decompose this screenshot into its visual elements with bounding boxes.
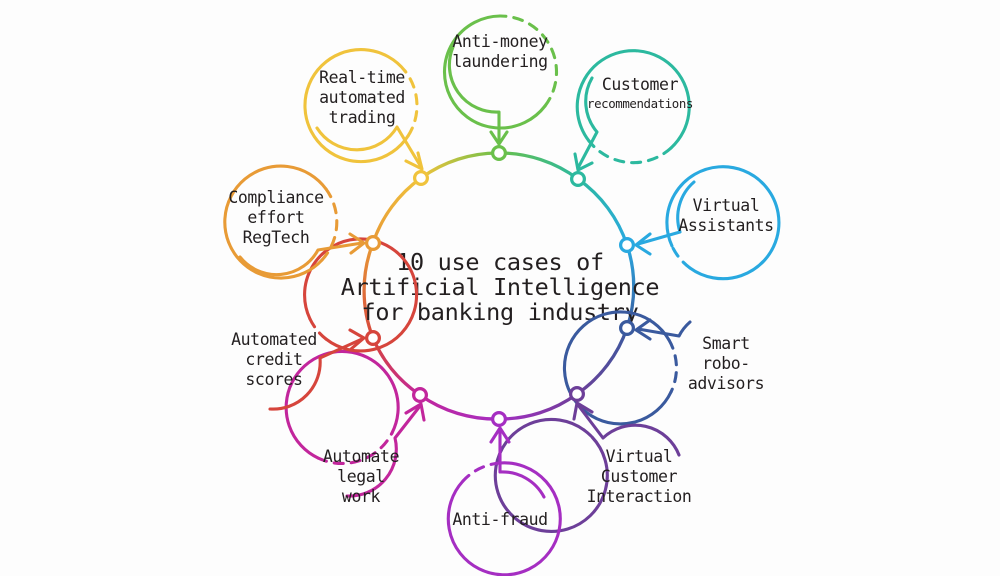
automate-legal-work-arrowhead (404, 402, 426, 422)
virtual-assistants-label-1: Virtual (693, 196, 760, 215)
ring-arc-4 (575, 326, 629, 396)
anti-money-laundering-dashed-arc (498, 14, 559, 108)
ring-node-real-time-automated-trading[interactable] (413, 170, 430, 187)
ring-node-smart-robo-advisors[interactable] (618, 320, 635, 337)
smart-robo-advisors-arrow (636, 320, 692, 338)
ring-arc-1 (497, 151, 580, 181)
center-title-line-1: 10 use cases of (396, 248, 604, 276)
compliance-effort-regtech-label-1: Compliance (228, 188, 323, 207)
virtual-customer-interaction-circle (493, 417, 609, 534)
real-time-automated-trading-dashed-arc (403, 69, 419, 138)
ring-node-virtual-customer-interaction[interactable] (568, 386, 585, 403)
ring-node-virtual-assistants[interactable] (618, 237, 635, 254)
customer-recommendations-arrow (576, 76, 599, 170)
compliance-effort-regtech-label-2: effort (247, 208, 304, 227)
compliance-effort-regtech-dashed-arc (320, 187, 339, 262)
anti-money-laundering-label-2: laundering (452, 52, 547, 71)
satellite-virtual-customer-interaction[interactable]: Virtual Customer Interaction (493, 401, 692, 534)
compliance-effort-regtech-arrow (238, 241, 364, 277)
virtual-assistants-circle (665, 165, 781, 281)
virtual-customer-interaction-dashed-arc (582, 428, 594, 439)
real-time-automated-trading-arrowhead (404, 151, 424, 171)
satellite-smart-robo-advisors[interactable]: Smart robo- advisors (562, 310, 765, 426)
smart-robo-advisors-arrowhead (634, 318, 652, 341)
virtual-customer-interaction-label-1: Virtual (606, 447, 673, 466)
ring-arc-8 (362, 241, 375, 340)
center-title: 10 use cases of Artificial Intelligence … (341, 248, 660, 326)
automated-credit-scores-label-3: scores (245, 370, 302, 389)
real-time-automated-trading-label-1: Real-time (319, 68, 405, 87)
virtual-customer-interaction-arrowhead (572, 401, 594, 421)
customer-recommendations-circle (575, 49, 691, 150)
anti-money-laundering-arrow (447, 45, 501, 145)
automated-credit-scores-label-2: credit (245, 350, 302, 369)
virtual-customer-interaction-arrow (576, 403, 681, 457)
satellite-anti-fraud[interactable]: Anti-fraud (446, 426, 562, 576)
customer-recommendations-dashed-arc (587, 139, 673, 165)
automated-credit-scores-arrow (268, 337, 364, 411)
real-time-automated-trading-label-2: automated (319, 88, 405, 107)
virtual-assistants-arrowhead (634, 232, 652, 256)
ring-arc-6 (418, 393, 501, 421)
anti-fraud-arrowhead (489, 426, 511, 444)
ring-node-automated-credit-scores[interactable] (365, 330, 382, 347)
ring-nodes (365, 145, 635, 428)
center-title-line-3: for banking industry (362, 298, 639, 326)
satellite-compliance-effort-regtech[interactable]: Compliance effort RegTech (223, 164, 366, 280)
ring-node-compliance-effort-regtech[interactable] (365, 235, 382, 252)
smart-robo-advisors-label-1: Smart (702, 334, 750, 353)
satellite-automate-legal-work[interactable]: Automate legal work (284, 349, 426, 506)
customer-recommendations-label-1: Customer (602, 75, 679, 94)
anti-fraud-circle (446, 461, 562, 576)
compliance-effort-regtech-label-3: RegTech (243, 228, 310, 247)
virtual-customer-interaction-label-2: Customer (601, 467, 678, 486)
virtual-customer-interaction-label-3: Interaction (587, 487, 692, 506)
anti-fraud-label-1: Anti-fraud (452, 510, 547, 529)
ring-arc-9 (371, 176, 423, 245)
automate-legal-work-arrow (345, 404, 422, 498)
virtual-assistants-arrow (636, 180, 696, 246)
center-title-line-2: Artificial Intelligence (341, 273, 660, 301)
anti-fraud-dashed-arc (461, 461, 502, 483)
anti-money-laundering-circle (442, 14, 547, 130)
automated-credit-scores-dashed-arc (308, 317, 328, 341)
ring-node-anti-money-laundering[interactable] (491, 145, 508, 162)
real-time-automated-trading-label-3: trading (329, 108, 396, 127)
smart-robo-advisors-dashed-arc (667, 338, 678, 394)
satellite-anti-money-laundering[interactable]: Anti-money laundering (442, 14, 559, 146)
automated-credit-scores-arrowhead (348, 328, 366, 351)
compliance-effort-regtech-circle (223, 164, 328, 280)
virtual-assistants-dashed-arc (670, 244, 692, 270)
ring-arc-2 (576, 177, 629, 247)
smart-robo-advisors-label-3: advisors (688, 374, 764, 393)
automate-legal-work-circle (284, 349, 400, 460)
automate-legal-work-label-3: work (342, 487, 381, 506)
customer-recommendations-label-2: recommendations (587, 96, 693, 111)
smart-robo-advisors-circle (562, 310, 673, 426)
virtual-assistants-label-2: Assistants (678, 216, 773, 235)
satellite-virtual-assistants[interactable]: Virtual Assistants (634, 165, 781, 281)
ring-node-anti-fraud[interactable] (491, 411, 508, 428)
automate-legal-work-label-1: Automate (323, 447, 399, 466)
satellite-real-time-automated-trading[interactable]: Real-time automated trading (303, 48, 424, 171)
compliance-effort-regtech-arrowhead (348, 232, 366, 255)
satellite-customer-recommendations[interactable]: Customer recommendations (573, 49, 693, 172)
anti-money-laundering-arrowhead (489, 130, 509, 146)
ring-arc-10 (419, 151, 501, 180)
anti-money-laundering-label-1: Anti-money (452, 32, 548, 51)
real-time-automated-trading-circle (303, 48, 410, 164)
automate-legal-work-dashed-arc (316, 431, 394, 466)
automate-legal-work-label-2: legal (337, 467, 385, 486)
anti-fraud-arrow (498, 428, 546, 499)
ring-node-customer-recommendations[interactable] (569, 171, 586, 188)
automated-credit-scores-label-1: Automated (231, 330, 317, 349)
real-time-automated-trading-arrow (315, 125, 423, 169)
customer-recommendations-arrowhead (573, 152, 594, 172)
smart-robo-advisors-label-2: robo- (702, 354, 750, 373)
ring-arc-5 (497, 392, 579, 421)
ring-node-automate-legal-work[interactable] (412, 387, 429, 404)
